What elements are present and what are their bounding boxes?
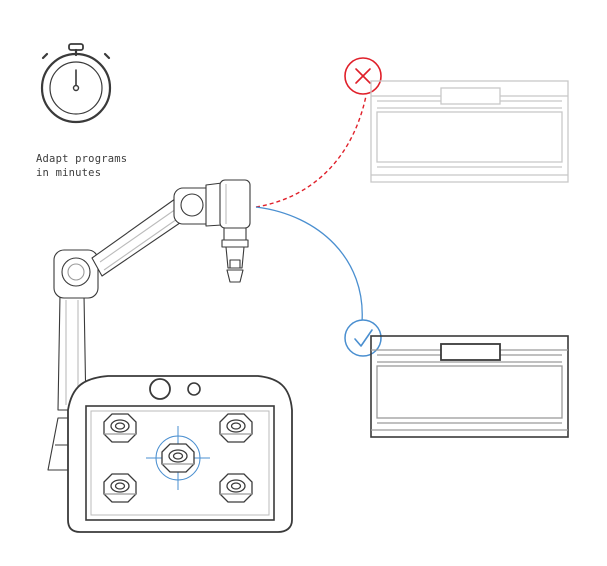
nut-grid <box>103 413 253 503</box>
fail-path <box>255 95 367 208</box>
nut-icon <box>103 473 137 503</box>
nut-icon <box>161 443 195 473</box>
caption: Adapt programs in minutes <box>36 152 127 180</box>
success-path <box>255 206 363 323</box>
stopwatch-icon <box>40 43 112 124</box>
program-window-success <box>370 335 569 438</box>
checkmark-icon <box>344 319 382 357</box>
nut-icon <box>103 413 137 443</box>
x-mark-icon <box>344 57 382 95</box>
caption-line-2: in minutes <box>36 167 102 179</box>
program-window-failed <box>370 80 569 183</box>
nut-icon <box>219 473 253 503</box>
caption-line-1: Adapt programs <box>36 153 128 165</box>
nut-icon <box>219 413 253 443</box>
robot-arm <box>47 179 251 471</box>
